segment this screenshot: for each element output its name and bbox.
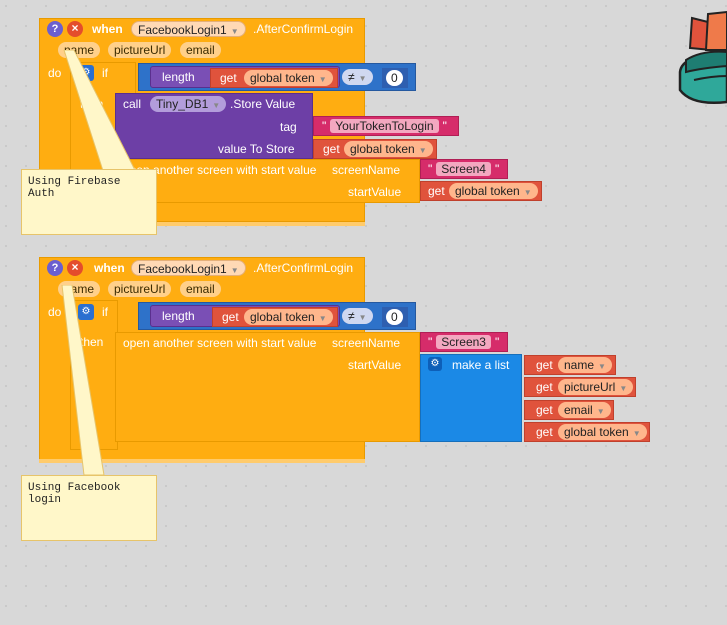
if-label: if [102,305,108,319]
comment-note-2[interactable]: Using Facebook login [21,475,157,541]
event-block-1-bottom [39,222,365,226]
make-list-label: make a list [452,358,510,372]
comment-tail-2 [61,285,105,476]
token-dropdown[interactable]: global token▼ [558,424,647,440]
tag-label: tag [280,120,297,134]
pictureurl-dropdown[interactable]: pictureUrl▼ [558,379,634,395]
trash-can-icon[interactable] [672,10,727,110]
neq-dropdown[interactable]: ≠▼ [342,69,373,85]
param-email[interactable]: email [180,42,221,58]
zero-value[interactable]: 0 [386,70,403,86]
tinydb-dropdown[interactable]: Tiny_DB1▼ [150,96,227,112]
screen-string-value[interactable]: Screen3 [436,335,491,349]
error-icon[interactable]: × [67,260,83,276]
open-screen-label: open another screen with start value [123,163,317,177]
token-dropdown[interactable]: global token▼ [344,141,433,157]
get-label: get [536,403,553,417]
do-label: do [48,305,62,319]
event-name-label: .AfterConfirmLogin [253,261,354,275]
token-dropdown[interactable]: global token▼ [244,70,333,86]
name-dropdown[interactable]: name▼ [558,357,612,373]
token-dropdown[interactable]: global token▼ [244,309,333,325]
email-dropdown[interactable]: email▼ [558,402,611,418]
event-block-2-bottom [39,459,365,463]
comment-tail-1 [63,50,141,180]
when-label: when [92,22,123,36]
screen-string-value[interactable]: Screen4 [436,162,491,176]
component-dropdown[interactable]: FacebookLogin1▼ [131,260,246,276]
open-screen-block[interactable] [115,332,420,442]
get-label: get [536,358,553,372]
param-email[interactable]: email [180,281,221,297]
param-pictureurl[interactable]: pictureUrl [108,281,172,297]
when-label: when [94,261,125,275]
store-value-label: .Store Value [230,97,296,111]
param-pictureurl[interactable]: pictureUrl [108,42,172,58]
comment-text-2: Using Facebook login [28,482,128,506]
comment-note-1[interactable]: Using Firebase Auth [21,169,157,235]
comment-text-1: Using Firebase Auth [28,176,121,200]
get-label: get [536,425,553,439]
gear-icon[interactable]: ⚙ [78,304,94,320]
get-label: get [536,380,553,394]
help-icon[interactable]: ? [47,21,63,37]
screenname-label: screenName [332,336,401,350]
startvalue-label: startValue [348,358,402,372]
help-icon[interactable]: ? [47,260,63,276]
get-label: get [428,184,445,198]
open-screen-label: open another screen with start value [123,336,317,350]
startvalue-label: startValue [348,185,402,199]
zero-value[interactable]: 0 [386,309,403,325]
tag-string-value[interactable]: YourTokenToLogin [330,119,439,133]
value-to-store-label: value To Store [218,142,295,156]
get-label: get [323,142,340,156]
get-label: get [220,71,237,85]
length-label: length [162,70,195,84]
event-name-label: .AfterConfirmLogin [253,22,354,36]
get-label: get [222,310,239,324]
call-label: call [123,97,142,111]
component-dropdown[interactable]: FacebookLogin1▼ [131,21,246,37]
do-label: do [48,66,62,80]
error-icon[interactable]: × [67,21,83,37]
gear-icon[interactable]: ⚙ [428,357,442,371]
screenname-label: screenName [332,163,401,177]
neq-dropdown[interactable]: ≠▼ [342,308,373,324]
if-label: if [102,66,108,80]
length-label: length [162,309,195,323]
open-screen-block[interactable] [115,159,420,203]
token-dropdown[interactable]: global token▼ [449,183,538,199]
then-label: then [80,335,104,349]
